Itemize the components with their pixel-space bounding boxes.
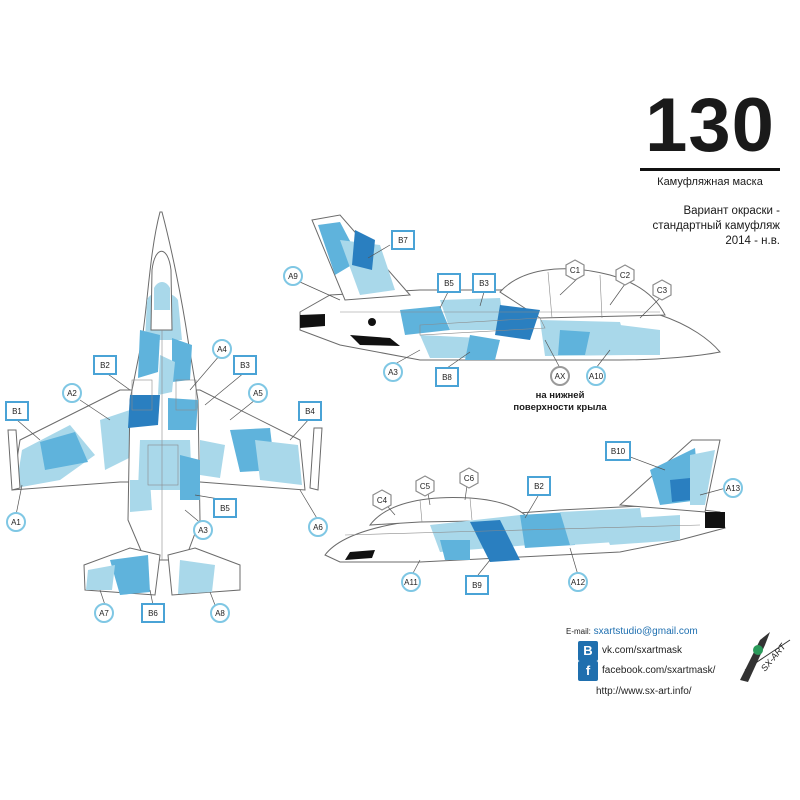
svg-text:A3: A3 [388,368,398,377]
email-label: E-mail: [566,627,591,636]
svg-text:C1: C1 [570,266,581,275]
svg-text:B5: B5 [220,504,230,513]
svg-text:A12: A12 [571,578,586,587]
label-c3: C3 [652,279,672,301]
label-a3-side: A3 [383,362,403,382]
facebook-icon: f [578,661,598,681]
lower-side-labels: B10 B2 B9 A13 A11 A12 C4 C5 C6 [372,441,743,595]
label-c2: C2 [615,264,635,286]
label-a7: A7 [94,603,114,623]
note-line-2: поверхности крыла [513,402,607,413]
svg-text:A10: A10 [589,372,604,381]
right-wingtip [309,427,323,491]
note-line-1: на нижней [535,390,585,401]
label-b4: B4 [298,401,322,421]
svg-text:A7: A7 [99,609,109,618]
page-title-number: 130 [645,83,775,168]
svg-text:A6: A6 [313,523,323,532]
label-a4: A4 [212,339,232,359]
page-subtitle: Камуфляжная маска [657,176,763,188]
variant-line-3: 2014 - н.в. [725,235,780,247]
label-c4: C4 [372,489,392,511]
svg-text:B7: B7 [398,236,408,245]
vk-link[interactable]: vk.com/sxartmask [602,645,683,656]
svg-text:A13: A13 [726,484,741,493]
label-a3-top: A3 [193,520,213,540]
label-b1: B1 [5,401,29,421]
label-a6: A6 [308,517,328,537]
svg-text:A3: A3 [198,526,208,535]
svg-text:C5: C5 [420,482,431,491]
label-a11: A11 [401,572,421,592]
svg-text:B4: B4 [305,407,315,416]
label-ax: AX [550,366,570,386]
label-b10: B10 [605,441,631,461]
svg-text:A9: A9 [288,272,298,281]
email-link[interactable]: sxartstudio@gmail.com [593,626,698,637]
label-b5-top: B5 [213,498,237,518]
label-c6: C6 [459,467,479,489]
label-a13: A13 [723,478,743,498]
contact-email: E-mail: sxartstudio@gmail.com [566,626,698,637]
label-a5: A5 [248,383,268,403]
svg-text:A5: A5 [253,389,263,398]
label-b5-side: B5 [437,273,461,293]
label-c5: C5 [415,475,435,497]
label-b8: B8 [435,367,459,387]
top-view-labels: B1 B2 B3 B4 B5 B6 A1 A2 A3 A4 A5 A6 A7 A… [5,339,328,623]
label-a10: A10 [586,366,606,386]
sx-art-logo: SX-ART [740,632,791,682]
label-a9: A9 [283,266,303,286]
svg-text:B1: B1 [12,407,22,416]
svg-text:B2: B2 [100,361,110,370]
svg-text:A11: A11 [404,578,418,587]
title-rule [640,168,780,171]
leader-lines [15,244,727,606]
svg-text:B5: B5 [444,279,454,288]
label-b3: B3 [233,355,257,375]
label-a8: A8 [210,603,230,623]
left-wingtip [7,429,21,491]
label-b6: B6 [141,603,165,623]
label-a12: A12 [568,572,588,592]
svg-text:B2: B2 [534,482,544,491]
label-b2-side: B2 [527,476,551,496]
svg-text:B10: B10 [611,447,626,456]
svg-text:C2: C2 [620,271,631,280]
svg-text:C3: C3 [657,286,668,295]
label-a2: A2 [62,383,82,403]
svg-text:B3: B3 [479,279,489,288]
svg-text:A4: A4 [217,345,227,354]
svg-text:B6: B6 [148,609,158,618]
svg-text:A2: A2 [67,389,77,398]
svg-text:B3: B3 [240,361,250,370]
label-b3-side: B3 [472,273,496,293]
side-view-lower-aircraft [324,439,726,563]
svg-text:B8: B8 [442,373,452,382]
website-link[interactable]: http://www.sx-art.info/ [596,686,692,697]
label-b2: B2 [93,355,117,375]
facebook-link[interactable]: facebook.com/sxartmask/ [602,665,716,676]
svg-text:C6: C6 [464,474,475,483]
variant-line-1: Вариант окраски - [683,205,780,217]
label-a1: A1 [6,512,26,532]
svg-text:C4: C4 [377,496,388,505]
variant-line-2: стандартный камуфляж [652,220,780,232]
label-b9: B9 [465,575,489,595]
vk-icon: B [578,641,598,661]
svg-text:A8: A8 [215,609,225,618]
label-c1: C1 [565,259,585,281]
svg-text:B9: B9 [472,581,482,590]
svg-text:AX: AX [555,372,566,381]
svg-text:A1: A1 [11,518,21,527]
side-view-upper-aircraft [299,214,721,361]
upper-side-labels: B7 B5 B3 B8 A9 A3 AX A10 C1 C2 C3 [283,230,672,387]
top-view-aircraft [7,211,323,596]
label-b7: B7 [391,230,415,250]
